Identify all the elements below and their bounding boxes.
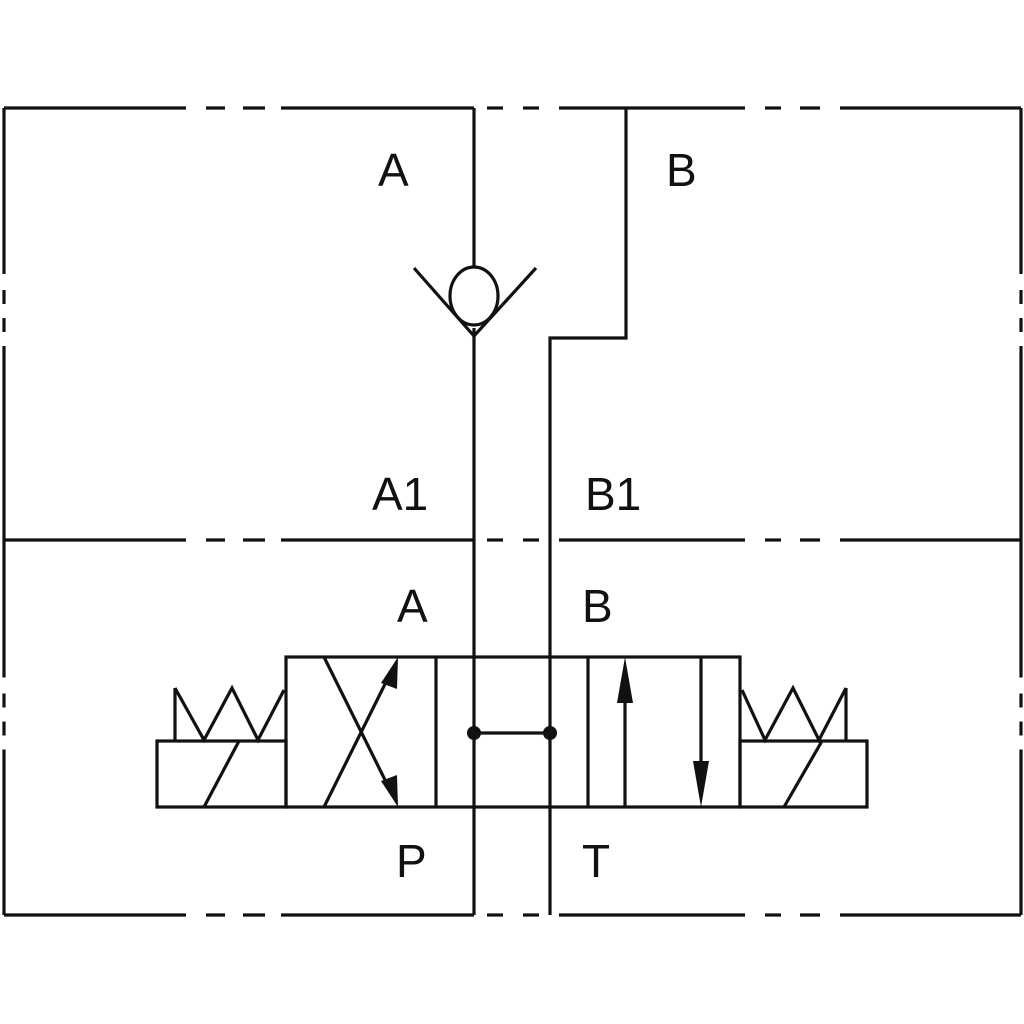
- right-solenoid-icon: [738, 739, 869, 809]
- left-solenoid-icon: [155, 739, 288, 809]
- label-b-valve: B: [582, 580, 613, 632]
- port-b-line: [548, 108, 628, 915]
- block-outlines: [2, 106, 1023, 917]
- label-a-valve: A: [397, 580, 428, 632]
- check-valve-icon: [412, 265, 538, 339]
- center-position-connection-icon: [467, 726, 557, 740]
- label-t: T: [582, 835, 610, 887]
- crossed-flow-arrows-icon: [322, 656, 398, 808]
- label-b-top: B: [666, 144, 697, 196]
- label-p: P: [396, 835, 427, 887]
- label-a-top: A: [378, 144, 409, 196]
- right-spring-icon: [740, 684, 848, 744]
- parallel-flow-arrows-icon: [617, 657, 709, 807]
- valve-body: [284, 655, 742, 809]
- directional-valve: [284, 655, 742, 809]
- left-spring-icon: [173, 684, 286, 744]
- label-b1: B1: [585, 468, 641, 520]
- label-a1: A1: [372, 468, 428, 520]
